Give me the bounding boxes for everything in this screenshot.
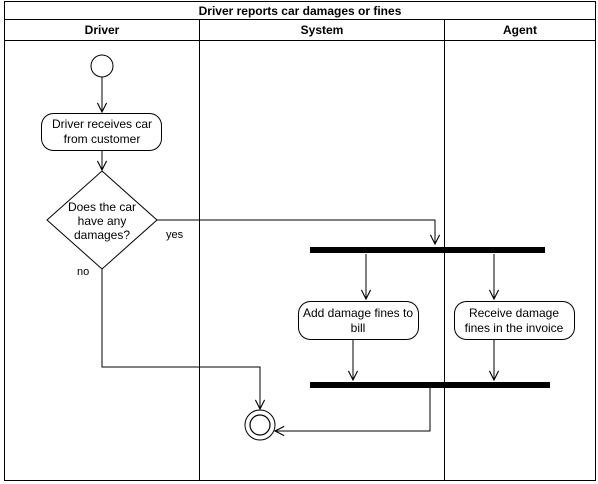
lane-header-driver: Driver	[85, 23, 120, 37]
action-receive-fines-label-2: fines in the invoice	[465, 321, 564, 335]
lane-header-system: System	[301, 23, 344, 37]
decision-label-3: damages?	[74, 228, 130, 242]
diagram-title: Driver reports car damages or fines	[199, 4, 402, 18]
action-add-fines-label-2: bill	[351, 321, 366, 335]
join-bar	[310, 382, 550, 388]
fork-bar	[310, 247, 545, 253]
action-add-fines	[298, 301, 419, 340]
lane-header-agent: Agent	[503, 23, 537, 37]
action-receive-fines	[454, 301, 575, 340]
action-receive-fines-label-1: Receive damage	[469, 306, 559, 320]
action-receive-car-label-2: from customer	[64, 132, 141, 146]
end-node-inner	[249, 414, 271, 436]
edge-join-to-end	[275, 388, 431, 431]
edge-yes	[157, 219, 435, 244]
start-node	[90, 54, 114, 78]
action-receive-car-label-1: Driver receives car	[52, 117, 152, 131]
decision-label-1: Does the car	[68, 200, 136, 214]
action-add-fines-label-1: Add damage fines to	[303, 306, 413, 320]
action-receive-car	[41, 113, 162, 151]
pool-frame	[4, 1, 596, 481]
edge-label-no: no	[77, 266, 89, 278]
edge-label-yes: yes	[166, 229, 184, 241]
decision-label-2: have any	[78, 214, 127, 228]
edge-no	[101, 269, 260, 409]
